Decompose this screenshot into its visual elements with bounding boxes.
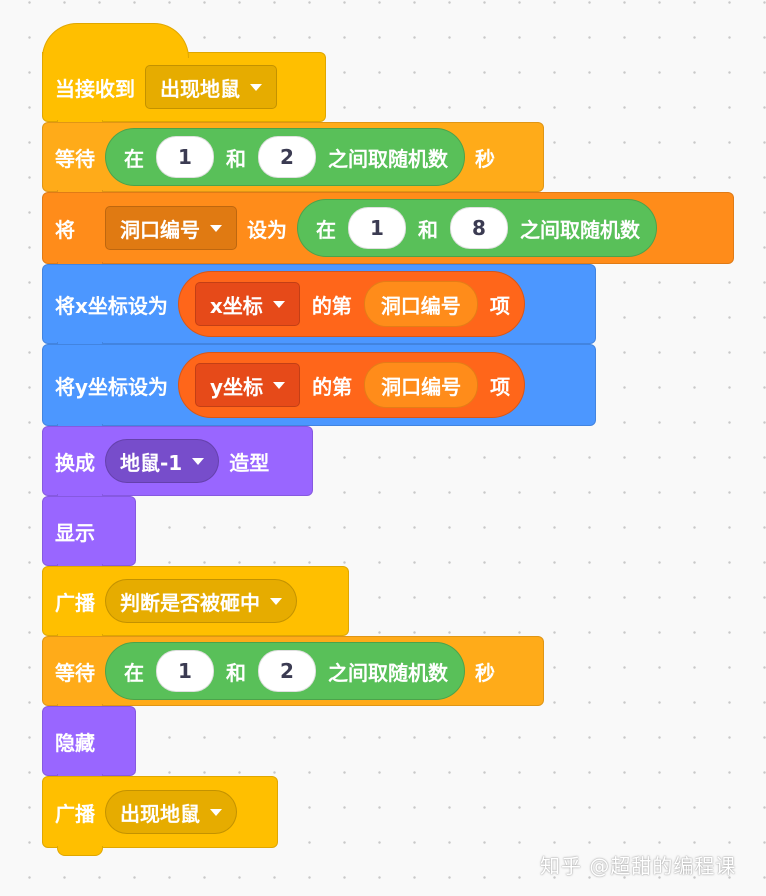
costume-value: 地鼠-1 (120, 450, 183, 475)
random-to-input[interactable]: 2 (258, 650, 316, 692)
variable-dropdown[interactable]: 洞口编号 (105, 206, 237, 250)
random-from-input[interactable]: 1 (156, 650, 214, 692)
message-value: 出现地鼠 (160, 76, 240, 101)
block-notch (57, 846, 103, 856)
broadcast-block[interactable]: 广播 出现地鼠 (42, 776, 278, 856)
pick-random-reporter[interactable]: 在 1 和 2 之间取随机数 (105, 128, 465, 186)
reporter-label: 和 (226, 146, 246, 171)
wait-block[interactable]: 等待 在 1 和 2 之间取随机数 秒 (42, 122, 544, 200)
chevron-down-icon (273, 381, 286, 389)
set-x-block[interactable]: 将x坐标设为 x坐标 的第 洞口编号 项 (42, 264, 596, 352)
show-block[interactable]: 显示 (42, 496, 136, 574)
unit-label: 秒 (475, 660, 495, 685)
wait-block[interactable]: 等待 在 1 和 2 之间取随机数 秒 (42, 636, 544, 714)
switch-costume-block[interactable]: 换成 地鼠-1 造型 (42, 426, 313, 504)
block-label: 广播 (55, 801, 95, 826)
block-label: 广播 (55, 590, 95, 615)
random-to-input[interactable]: 8 (450, 207, 508, 249)
block-label: 等待 (55, 660, 95, 685)
set-y-block[interactable]: 将y坐标设为 y坐标 的第 洞口编号 项 (42, 344, 596, 434)
message-dropdown[interactable]: 出现地鼠 (105, 790, 237, 834)
message-dropdown[interactable]: 判断是否被砸中 (105, 579, 297, 623)
reporter-label: 之间取随机数 (520, 217, 640, 242)
reporter-label: 项 (489, 293, 510, 318)
pick-random-reporter[interactable]: 在 1 和 8 之间取随机数 (297, 199, 657, 257)
block-label: 等待 (55, 146, 95, 171)
block-label: 将y坐标设为 (55, 374, 169, 399)
reporter-label: 和 (418, 217, 438, 242)
index-variable-reporter[interactable]: 洞口编号 (364, 362, 479, 408)
chevron-down-icon (270, 597, 282, 605)
message-value: 判断是否被砸中 (120, 590, 260, 615)
chevron-down-icon (250, 83, 262, 91)
reporter-label: 和 (226, 660, 246, 685)
reporter-label: 在 (124, 660, 144, 685)
index-variable-reporter[interactable]: 洞口编号 (363, 281, 478, 327)
list-value: x坐标 (209, 293, 263, 318)
block-label: 显示 (55, 520, 95, 545)
reporter-label: 之间取随机数 (328, 660, 448, 685)
reporter-label: 的第 (311, 293, 352, 318)
list-value: y坐标 (210, 374, 264, 399)
item-of-list-reporter[interactable]: y坐标 的第 洞口编号 项 (178, 352, 526, 418)
block-label: 将 (55, 217, 75, 242)
reporter-label: 之间取随机数 (328, 146, 448, 171)
pick-random-reporter[interactable]: 在 1 和 2 之间取随机数 (105, 642, 465, 700)
chevron-down-icon (272, 300, 285, 308)
hat-cap (42, 23, 189, 58)
item-of-list-reporter[interactable]: x坐标 的第 洞口编号 项 (177, 271, 525, 337)
reporter-label: 项 (490, 374, 511, 399)
chevron-down-icon (192, 457, 205, 465)
set-variable-block[interactable]: 将 洞口编号 设为 在 1 和 8 之间取随机数 (42, 192, 734, 272)
set-to-label: 设为 (247, 217, 287, 242)
chevron-down-icon (210, 808, 222, 816)
hide-block[interactable]: 隐藏 (42, 706, 136, 784)
message-value: 出现地鼠 (120, 801, 200, 826)
block-label: 当接收到 (55, 76, 135, 101)
costume-dropdown[interactable]: 地鼠-1 (105, 439, 220, 483)
reporter-label: 在 (316, 217, 336, 242)
random-from-input[interactable]: 1 (156, 136, 214, 178)
broadcast-block[interactable]: 广播 判断是否被砸中 (42, 566, 349, 644)
reporter-label: 在 (124, 146, 144, 171)
random-from-input[interactable]: 1 (348, 207, 406, 249)
unit-label: 秒 (475, 146, 495, 171)
block-tail-label: 造型 (229, 450, 270, 475)
reporter-label: 的第 (312, 374, 353, 399)
chevron-down-icon (210, 224, 222, 232)
message-dropdown[interactable]: 出现地鼠 (145, 65, 277, 109)
block-label: 将x坐标设为 (55, 293, 168, 318)
list-dropdown[interactable]: x坐标 (194, 282, 300, 326)
random-to-input[interactable]: 2 (258, 136, 316, 178)
variable-value: 洞口编号 (120, 217, 200, 242)
block-label: 换成 (55, 450, 95, 475)
watermark: 知乎 @超甜的编程课 (540, 854, 737, 878)
block-label: 隐藏 (55, 730, 95, 755)
list-dropdown[interactable]: y坐标 (195, 363, 301, 407)
when-i-receive-block[interactable]: 当接收到 出现地鼠 (42, 23, 326, 130)
